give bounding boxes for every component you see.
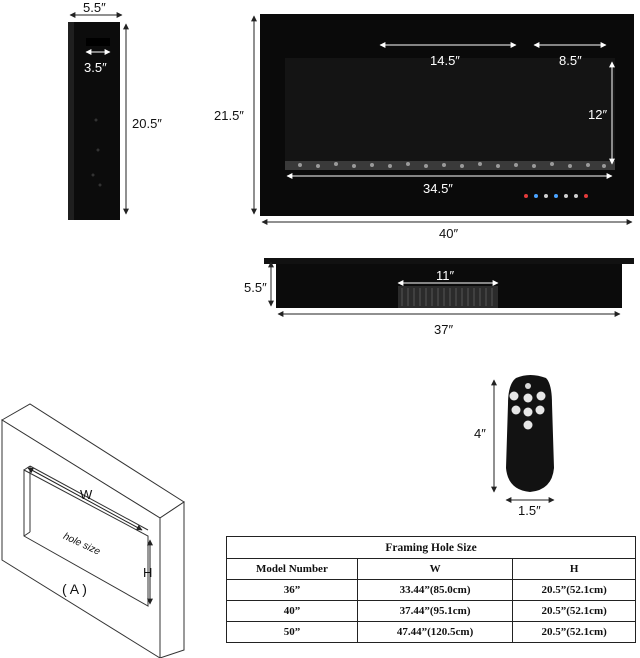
table-title: Framing Hole Size (226, 536, 636, 559)
side-depth-label: 3.5″ (84, 60, 107, 75)
cell-h: 20.5”(52.1cm) (512, 621, 636, 643)
cell-h: 20.5”(52.1cm) (512, 579, 636, 601)
side-height-label: 20.5″ (132, 116, 162, 131)
crystal-ember-bed (298, 162, 606, 168)
body-width-label: 37″ (434, 322, 454, 337)
cell-w: 33.44”(85.0cm) (356, 579, 514, 601)
cell-h: 20.5”(52.1cm) (512, 600, 636, 622)
fireplace-top-view (264, 258, 634, 308)
remote-height-label: 4″ (474, 426, 486, 441)
cell-model: 36” (226, 579, 358, 601)
outer-height-label: 21.5″ (214, 108, 244, 123)
span-right-label: 8.5″ (559, 53, 582, 68)
flame-height-label: 12″ (588, 107, 608, 122)
vent-width-label: 11″ (436, 268, 455, 283)
top-depth-label: 5.5″ (244, 280, 267, 295)
control-buttons (524, 194, 588, 198)
cell-w: 37.44”(95.1cm) (356, 600, 514, 622)
table-row: 40” 37.44”(95.1cm) 20.5”(52.1cm) (226, 600, 636, 622)
hole-width-label: W (80, 487, 93, 502)
diagram-caption: ( A ) (62, 581, 87, 597)
remote-width-label: 1.5″ (518, 503, 541, 518)
framing-hole-table: Framing Hole Size Model Number W H 36” 3… (226, 536, 636, 643)
cell-w: 47.44”(120.5cm) (356, 621, 514, 643)
table-header-row: Model Number W H (226, 558, 636, 580)
flame-width-label: 34.5″ (423, 181, 453, 196)
cell-model: 50” (226, 621, 358, 643)
table-title-row: Framing Hole Size (226, 536, 636, 559)
header-width: W (356, 558, 514, 580)
remote-control (506, 375, 554, 492)
outer-width-label: 40″ (439, 226, 459, 241)
heater-vent (398, 286, 498, 308)
table-row: 50” 47.44”(120.5cm) 20.5”(52.1cm) (226, 621, 636, 643)
side-width-label: 5.5″ (83, 0, 106, 15)
cell-model: 40” (226, 600, 358, 622)
header-model-number: Model Number (226, 558, 358, 580)
hole-height-label: H (143, 565, 153, 580)
table-row: 36” 33.44”(85.0cm) 20.5”(52.1cm) (226, 579, 636, 601)
header-height: H (512, 558, 636, 580)
framing-hole-diagram (1, 403, 185, 658)
side-view-unit (68, 22, 120, 220)
span-left-label: 14.5″ (430, 53, 460, 68)
